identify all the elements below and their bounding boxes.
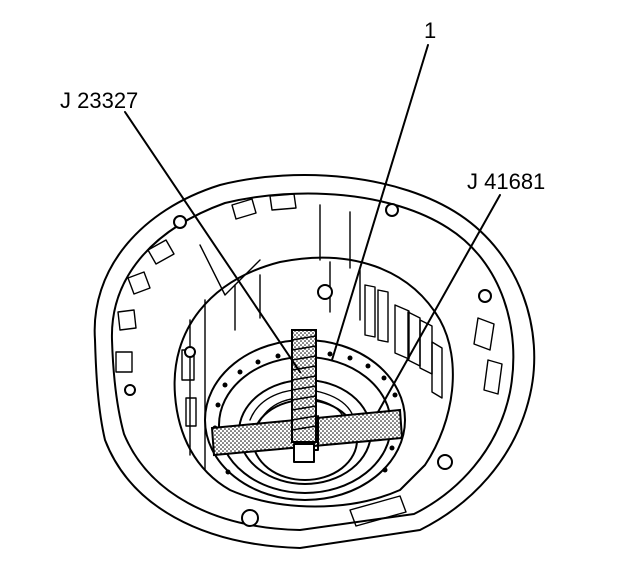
case-bore (173, 204, 454, 508)
callout-j41681: J 41681 (467, 169, 545, 194)
threaded-rod-tool (291, 329, 317, 443)
leader-line-j23327 (124, 111, 301, 373)
callout-1: 1 (424, 18, 436, 43)
leader-line-j41681 (377, 194, 501, 413)
transmission-case (93, 174, 536, 549)
leader-line-1 (331, 44, 429, 361)
callout-j23327: J 23327 (60, 88, 138, 113)
